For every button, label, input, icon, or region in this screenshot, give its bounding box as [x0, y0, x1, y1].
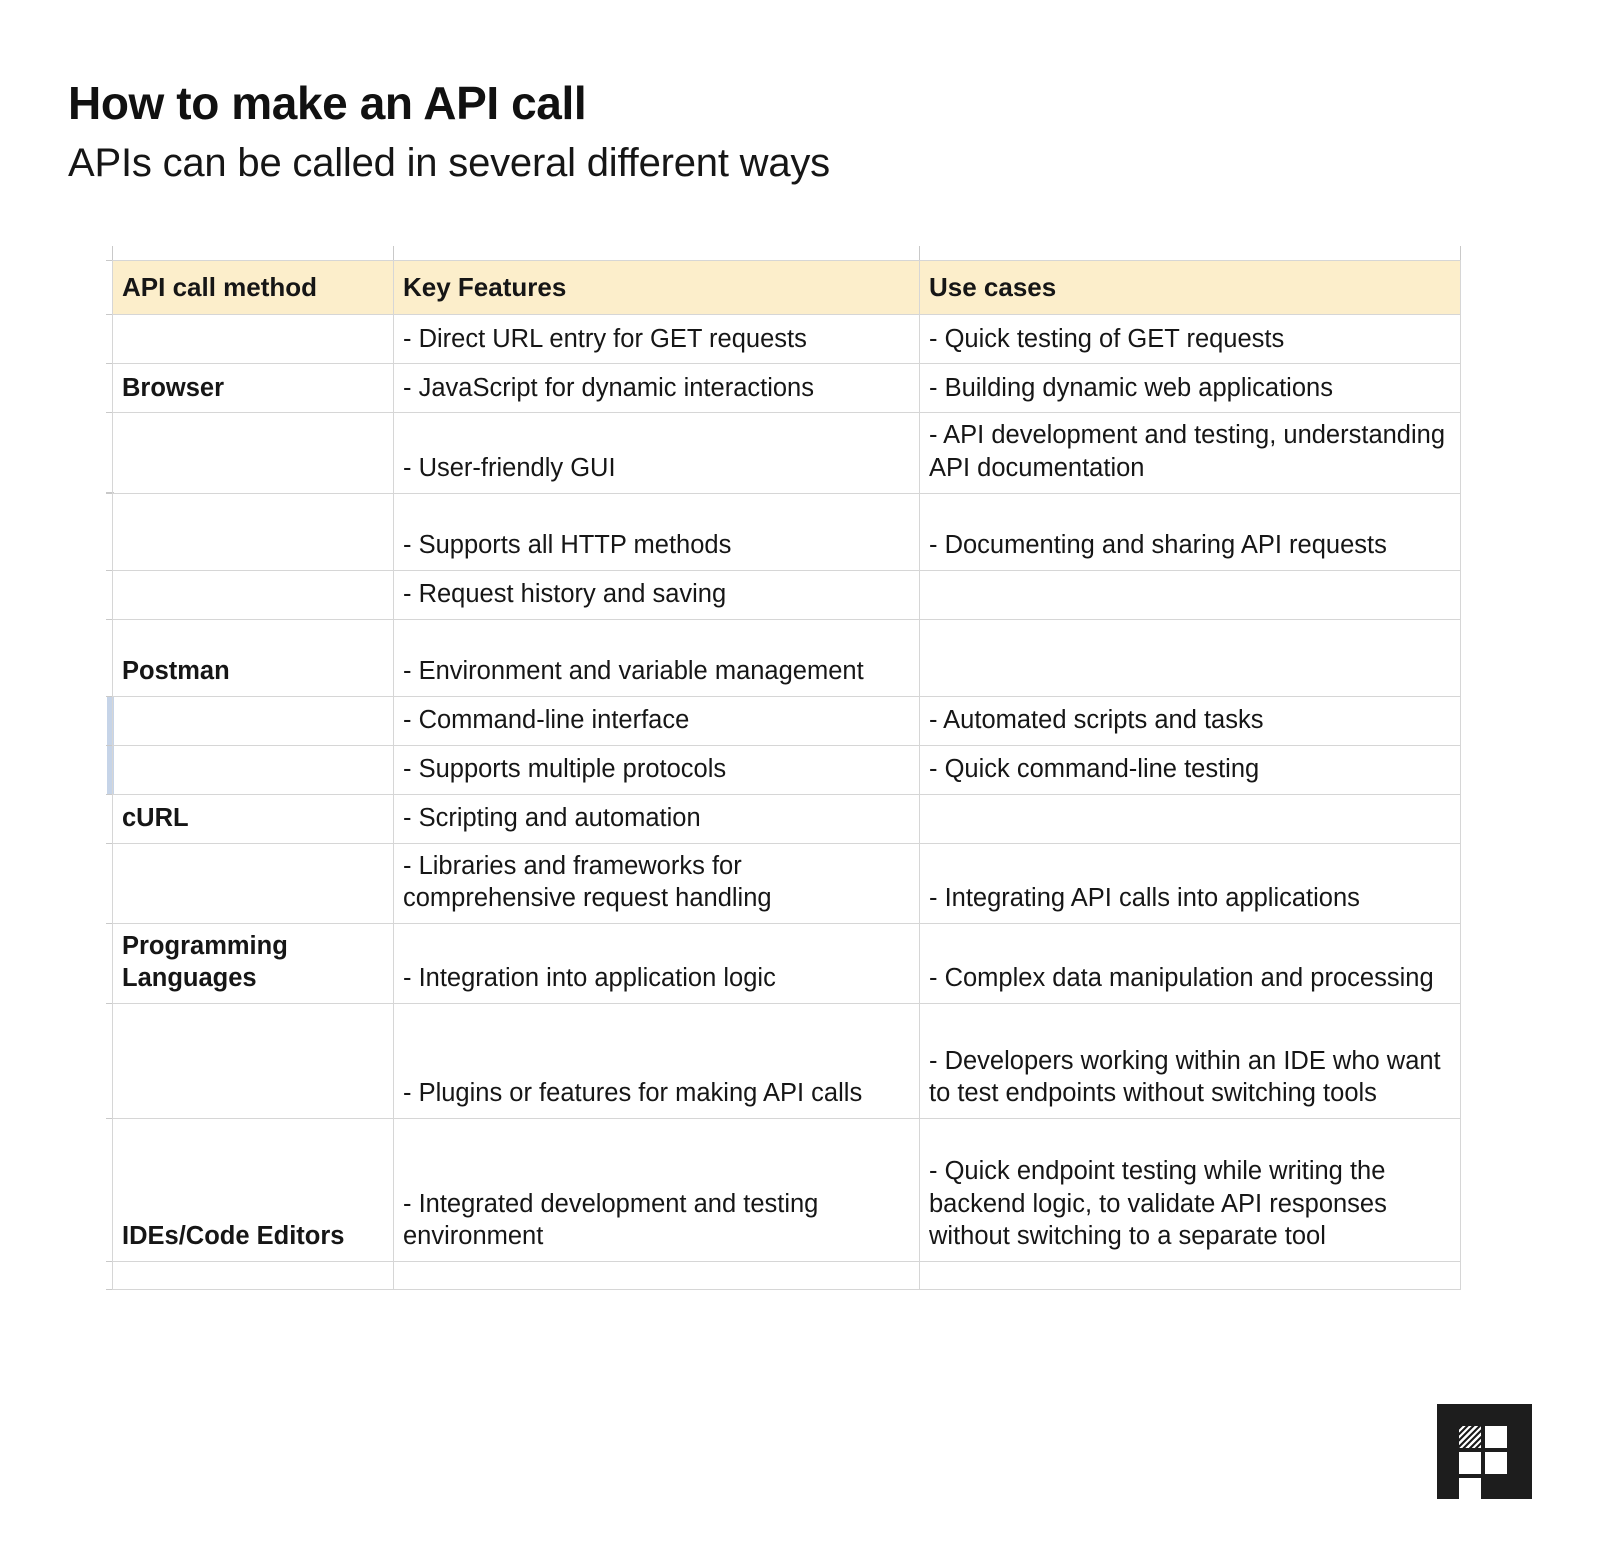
api-call-methods-table-wrapper: API call method Key Features Use cases -… — [112, 259, 1461, 1291]
column-gutter-ticks — [0, 246, 1600, 260]
row-gutter-ticks — [106, 252, 114, 1367]
table-row: IDEs/Code Editors- Integrated developmen… — [112, 1118, 1461, 1263]
cell-api-call-method[interactable] — [112, 412, 394, 494]
gutter-tick — [106, 1289, 114, 1290]
table-header-row: API call method Key Features Use cases — [112, 259, 1461, 316]
column-header-key-features: Key Features — [393, 259, 920, 316]
cell-use-cases[interactable]: - Quick testing of GET requests — [919, 314, 1461, 365]
column-tick — [919, 246, 920, 260]
api-call-methods-table: API call method Key Features Use cases -… — [112, 259, 1461, 1291]
cell-key-features[interactable]: - Scripting and automation — [393, 793, 920, 844]
logo-tile-top-right — [1485, 1426, 1507, 1448]
cell-use-cases[interactable]: - Integrating API calls into application… — [919, 842, 1461, 924]
cell-api-call-method[interactable] — [112, 842, 394, 924]
page-title: How to make an API call — [68, 77, 587, 129]
cell-key-features[interactable]: - Supports multiple protocols — [393, 744, 920, 795]
table-row: - Request history and saving — [112, 569, 1461, 620]
cell-partial — [393, 1261, 920, 1291]
cell-use-cases[interactable]: - Building dynamic web applications — [919, 363, 1461, 414]
gutter-tick — [106, 412, 114, 413]
table-row: Browser- JavaScript for dynamic interact… — [112, 363, 1461, 414]
table-row: Programming Languages- Integration into … — [112, 922, 1461, 1005]
cell-api-call-method[interactable]: cURL — [112, 793, 394, 844]
table-row: - Libraries and frameworks for comprehen… — [112, 842, 1461, 924]
table-row: - Command-line interface- Automated scri… — [112, 695, 1461, 746]
column-tick — [112, 246, 113, 260]
cell-use-cases[interactable]: - API development and testing, understan… — [919, 412, 1461, 494]
gutter-tick — [106, 493, 114, 494]
column-header-use-cases: Use cases — [919, 259, 1461, 316]
gutter-tick — [106, 843, 114, 844]
gutter-tick — [106, 363, 114, 364]
gutter-tick — [106, 1261, 114, 1262]
gutter-tick — [106, 619, 114, 620]
cell-use-cases[interactable]: - Complex data manipulation and processi… — [919, 922, 1461, 1005]
logo-tile-mid-left — [1459, 1452, 1481, 1474]
gutter-tick — [106, 570, 114, 571]
logo-tile-bottom — [1459, 1478, 1481, 1500]
brand-logo — [1437, 1404, 1532, 1500]
table-row: Postman- Environment and variable manage… — [112, 618, 1461, 697]
cell-use-cases[interactable] — [919, 569, 1461, 620]
cell-key-features[interactable]: - JavaScript for dynamic interactions — [393, 363, 920, 414]
cell-api-call-method[interactable] — [112, 492, 394, 571]
cell-partial — [919, 1261, 1461, 1291]
gutter-tick — [106, 492, 114, 493]
heading-block: How to make an API call APIs can be call… — [68, 77, 1468, 187]
logo-tile-mid-right — [1485, 1452, 1507, 1474]
cell-api-call-method[interactable] — [112, 569, 394, 620]
table-row: cURL- Scripting and automation — [112, 793, 1461, 844]
gutter-tick — [106, 696, 114, 697]
table-row: - User-friendly GUI- API development and… — [112, 412, 1461, 494]
gutter-tick — [106, 314, 114, 315]
table-header: API call method Key Features Use cases — [112, 259, 1461, 316]
table-row: - Direct URL entry for GET requests- Qui… — [112, 314, 1461, 365]
table-row: - Supports multiple protocols- Quick com… — [112, 744, 1461, 795]
logo-tile-hatched — [1459, 1426, 1481, 1448]
cell-api-call-method[interactable]: Browser — [112, 363, 394, 414]
gutter-tick — [106, 745, 114, 746]
table-body: - Direct URL entry for GET requests- Qui… — [112, 314, 1461, 1291]
cell-key-features[interactable]: - Command-line interface — [393, 695, 920, 746]
cell-key-features[interactable]: - Environment and variable management — [393, 618, 920, 697]
cell-use-cases[interactable] — [919, 618, 1461, 697]
table-row: - Supports all HTTP methods- Documenting… — [112, 492, 1461, 571]
table-row-partial — [112, 1261, 1461, 1291]
cell-use-cases[interactable]: - Automated scripts and tasks — [919, 695, 1461, 746]
column-tick — [393, 246, 394, 260]
table-row: - Plugins or features for making API cal… — [112, 1003, 1461, 1120]
cell-api-call-method[interactable] — [112, 695, 394, 746]
gutter-tick — [106, 1003, 114, 1004]
cell-key-features[interactable]: - Request history and saving — [393, 569, 920, 620]
cell-use-cases[interactable]: - Quick endpoint testing while writing t… — [919, 1118, 1461, 1263]
cell-api-call-method[interactable]: IDEs/Code Editors — [112, 1118, 394, 1263]
cell-api-call-method[interactable] — [112, 314, 394, 365]
column-header-api-call-method: API call method — [112, 259, 394, 316]
cell-api-call-method[interactable] — [112, 744, 394, 795]
cell-partial — [112, 1261, 394, 1291]
gutter-tick — [106, 923, 114, 924]
gutter-tick — [106, 794, 114, 795]
page-subtitle: APIs can be called in several different … — [68, 140, 830, 185]
cell-api-call-method[interactable]: Postman — [112, 618, 394, 697]
cell-key-features[interactable]: - Plugins or features for making API cal… — [393, 1003, 920, 1120]
cell-key-features[interactable]: - User-friendly GUI — [393, 412, 920, 494]
cell-api-call-method[interactable] — [112, 1003, 394, 1120]
gutter-tick — [106, 260, 114, 261]
cell-key-features[interactable]: - Direct URL entry for GET requests — [393, 314, 920, 365]
cell-key-features[interactable]: - Integration into application logic — [393, 922, 920, 1005]
cell-use-cases[interactable]: - Quick command-line testing — [919, 744, 1461, 795]
cell-use-cases[interactable] — [919, 793, 1461, 844]
cell-key-features[interactable]: - Supports all HTTP methods — [393, 492, 920, 571]
gutter-tick — [106, 1118, 114, 1119]
column-tick — [1460, 246, 1461, 260]
cell-key-features[interactable]: - Libraries and frameworks for comprehen… — [393, 842, 920, 924]
cell-key-features[interactable]: - Integrated development and testing env… — [393, 1118, 920, 1263]
cell-api-call-method[interactable]: Programming Languages — [112, 922, 394, 1005]
cell-use-cases[interactable]: - Documenting and sharing API requests — [919, 492, 1461, 571]
cell-use-cases[interactable]: - Developers working within an IDE who w… — [919, 1003, 1461, 1120]
